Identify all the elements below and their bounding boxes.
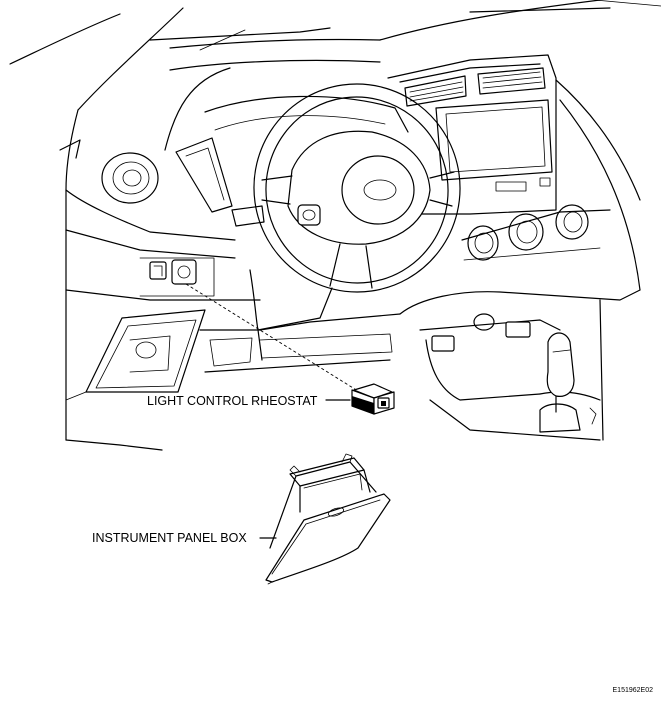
center-console (399, 289, 641, 441)
light-control-rheostat-label: LIGHT CONTROL RHEOSTAT (147, 394, 318, 408)
lower-dashboard (65, 229, 401, 373)
dashboard-outline (9, 0, 661, 441)
lower-left-compartment (65, 309, 206, 451)
left-air-vent (101, 152, 159, 204)
climate-control-dials (461, 204, 611, 261)
instrument-panel-box-part (265, 453, 391, 585)
rheostat-location-leader (185, 283, 367, 397)
light-control-rheostat-part (351, 383, 395, 415)
center-stack (387, 54, 641, 291)
steering-wheel (231, 83, 461, 361)
instrument-panel-box-label: INSTRUMENT PANEL BOX (92, 531, 247, 545)
figure-code: E151962E02 (612, 687, 653, 694)
